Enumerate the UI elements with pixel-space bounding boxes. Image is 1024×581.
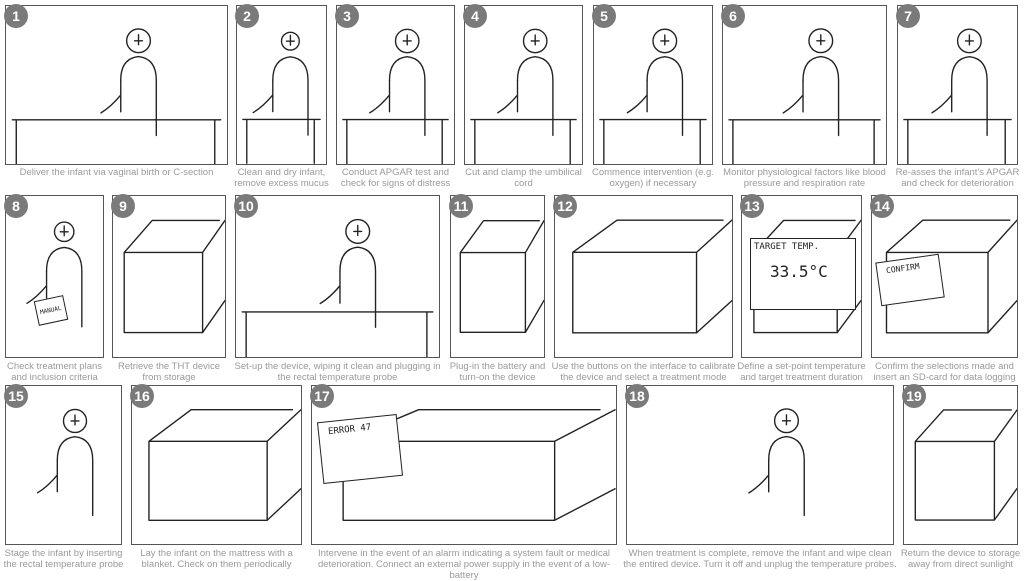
step-caption: Deliver the infant via vaginal birth or … [19,167,214,178]
storyboard-panel-1 [5,5,228,165]
step-caption: Clean and dry infant, remove excess mucu… [234,167,329,189]
confirm-screen [875,253,945,307]
step-number-badge: 19 [902,384,926,408]
storyboard-panel-12 [554,195,733,358]
step-number-badge: 5 [592,4,616,28]
step-caption: Return the device to storage away from d… [900,548,1021,570]
step-number-badge: 3 [335,4,359,28]
sketch-illustration [459,219,544,334]
step-number-badge: 8 [4,194,28,218]
sketch-illustration [342,28,449,164]
step-number-badge: 14 [870,194,894,218]
sketch-illustration [470,28,577,164]
step-caption: When treatment is complete, remove the i… [623,548,897,570]
storyboard-panel-4 [464,5,583,165]
storyboard-panel-2 [236,5,327,165]
step-caption: Cut and clamp the umbilical cord [465,167,582,189]
storyboard-panel-10 [235,195,440,358]
sketch-illustration [242,31,321,164]
step-caption: Use the buttons on the interface to cali… [551,361,736,383]
sketch-illustration [914,409,1017,521]
step-number-badge: 4 [463,4,487,28]
step-caption: Conduct APGAR test and check for signs o… [340,167,451,189]
step-number-badge: 15 [4,384,28,408]
step-caption: Define a set-point temperature and targe… [737,361,866,383]
step-number-badge: 16 [130,384,154,408]
sketch-illustration [36,408,94,517]
sketch-illustration [26,221,83,328]
step-number-badge: 11 [449,194,473,218]
storyboard-panel-18 [626,385,894,545]
target-temp-value: 33.5°C [770,262,828,281]
storyboard-panel-7 [897,5,1018,165]
step-number-badge: 17 [310,384,334,408]
sketch-illustration [728,28,881,164]
step-number-badge: 7 [896,4,920,28]
step-number-badge: 18 [625,384,649,408]
step-caption: Retrieve the THT device from storage [117,361,221,383]
storyboard-panel-14 [871,195,1018,358]
storyboard-panel-8 [5,195,104,358]
storyboard-panel-5 [593,5,713,165]
sketch-illustration [748,408,805,517]
sketch-illustration [241,218,434,357]
target-temp-screen [750,238,856,310]
target-temp-label: TARGET TEMP. [754,242,820,252]
storyboard-panel-3 [336,5,455,165]
sketch-illustration [572,219,732,334]
storyboard-panel-11 [450,195,545,358]
step-caption: Plug-in the battery and turn-on the devi… [449,361,546,383]
step-caption: Set-up the device, wiping it clean and p… [234,361,441,383]
storyboard-panel-15 [5,385,122,545]
sketch-illustration [599,28,707,164]
storyboard-panel-19 [903,385,1018,545]
step-caption: Stage the infant by inserting the rectal… [3,548,124,570]
step-number-badge: 2 [235,4,259,28]
storyboard-panel-9 [112,195,226,358]
step-caption: Confirm the selections made and insert a… [873,361,1016,383]
step-number-badge: 1 [4,4,28,28]
sketch-illustration [11,28,222,164]
sketch-illustration [342,409,616,521]
step-number-badge: 6 [721,4,745,28]
sketch-illustration [903,28,1012,164]
step-number-badge: 10 [234,194,258,218]
step-caption: Intervene in the event of an alarm indic… [317,548,611,581]
step-caption: Lay the infant on the mattress with a bl… [140,548,293,570]
sketch-illustration [885,219,1017,334]
step-number-badge: 9 [111,194,135,218]
step-caption: Monitor physiological factors like blood… [723,167,886,189]
step-caption: Re-asses the infant's APGAR and check fo… [895,167,1020,189]
step-number-badge: 13 [740,194,764,218]
step-caption: Commence intervention (e.g. oxygen) if n… [592,167,714,189]
sketch-illustration [148,409,301,521]
sketch-illustration [123,219,225,334]
storyboard-panel-16 [131,385,302,545]
storyboard-panel-6 [722,5,887,165]
step-caption: Check treatment plans and inclusion crit… [6,361,103,383]
step-number-badge: 12 [553,194,577,218]
